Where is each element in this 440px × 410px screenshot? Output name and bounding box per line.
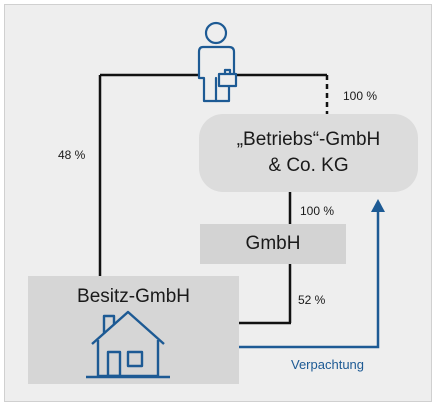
betriebs-to-gmbh-percent: 100 % [300, 204, 335, 218]
gmbh-name: GmbH [245, 233, 301, 254]
lease-arrow-line [239, 212, 380, 349]
owner-to-besitz-percent: 48 % [58, 148, 86, 162]
gmbh-box: GmbH [200, 224, 346, 264]
betriebs-name-line2: & Co. KG [268, 155, 349, 176]
betriebs-name-line1: „Betriebs“-GmbH [236, 129, 381, 150]
besitz-name: Besitz-GmbH [77, 286, 190, 307]
besitz-to-gmbh-percent: 52 % [298, 293, 326, 307]
owner-to-betriebs-percent: 100 % [343, 89, 378, 103]
betriebs-gmbh-co-kg-box: „Betriebs“-GmbH & Co. KG [199, 114, 418, 192]
lease-arrowhead [371, 199, 385, 212]
lease-label: Verpachtung [291, 357, 365, 372]
